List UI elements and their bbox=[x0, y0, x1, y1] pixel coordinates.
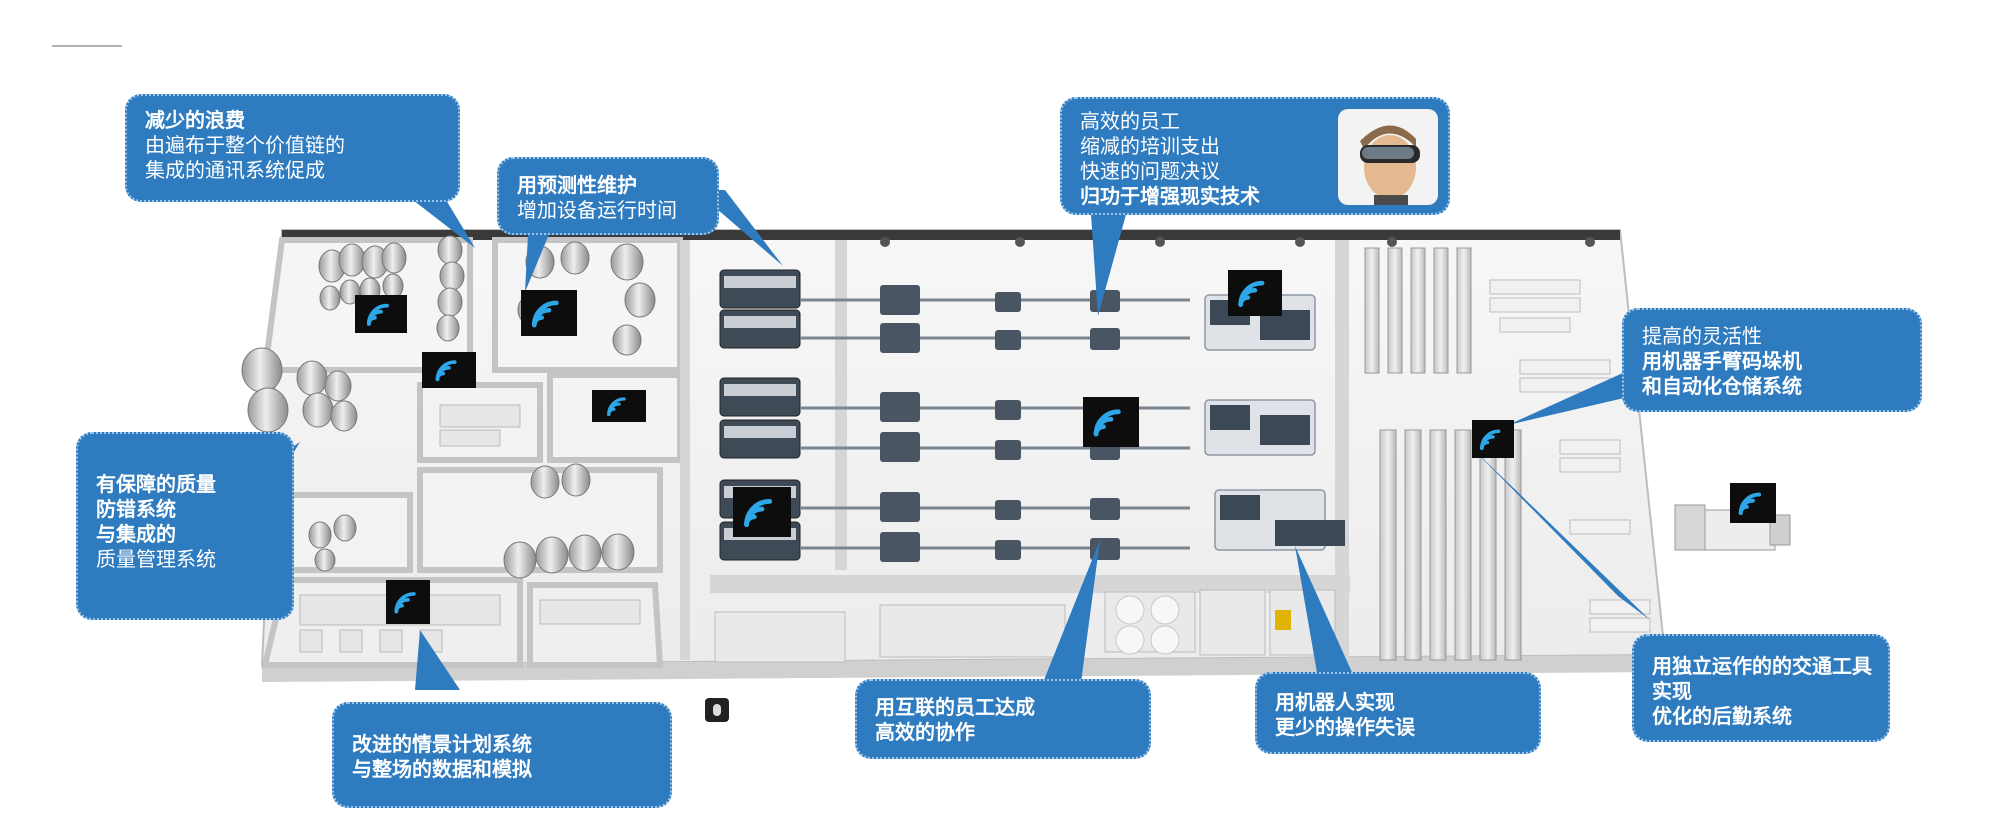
hand-cursor-icon bbox=[705, 698, 729, 722]
callout-bold-line: 改进的情景计划系统 bbox=[352, 732, 532, 756]
callout-line: 缩减的培训支出 bbox=[1080, 134, 1220, 158]
callout-scenario-planning: 改进的情景计划系统 与整场的数据和模拟 bbox=[332, 702, 672, 808]
wifi-icon bbox=[422, 352, 476, 388]
callout-bold-line: 用机器人实现 bbox=[1275, 690, 1395, 714]
callout-bold-line: 实现 bbox=[1652, 679, 1692, 703]
callout-bold-line: 与整场的数据和模拟 bbox=[352, 757, 532, 781]
callout-bold-line: 防错系统 bbox=[96, 497, 176, 521]
callout-efficient-staff: 高效的员工 缩减的培训支出 快速的问题决议 归功于增强现实技术 bbox=[1060, 97, 1450, 215]
wifi-icon bbox=[1228, 270, 1282, 316]
callout-bold-line: 更少的操作失误 bbox=[1275, 715, 1415, 739]
callout-bold-line: 高效的协作 bbox=[875, 720, 975, 744]
callout-bold-line: 用独立运作的的交通工具 bbox=[1652, 654, 1872, 678]
callout-bold-line: 用互联的员工达成 bbox=[875, 695, 1035, 719]
callout-reduced-waste: 减少的浪费 由遍布于整个价值链的 集成的通讯系统促成 bbox=[125, 94, 460, 202]
wifi-icon bbox=[592, 390, 646, 422]
callout-line: 由遍布于整个价值链的 bbox=[145, 133, 345, 157]
callout-predictive-maintenance: 用预测性维护 增加设备运行时间 bbox=[497, 157, 719, 235]
callout-bold-line: 优化的后勤系统 bbox=[1652, 704, 1792, 728]
wifi-icon bbox=[521, 290, 577, 336]
callout-line: 集成的通讯系统促成 bbox=[145, 158, 325, 182]
callout-title: 用预测性维护 bbox=[517, 173, 637, 197]
ar-headset-person-icon bbox=[1338, 109, 1438, 205]
callout-collaboration: 用互联的员工达成 高效的协作 bbox=[855, 679, 1151, 759]
wifi-icon bbox=[1083, 397, 1139, 447]
callout-line: 提高的灵活性 bbox=[1642, 324, 1762, 348]
callout-bold-line: 有保障的质量 bbox=[96, 472, 216, 496]
callout-guaranteed-quality: 有保障的质量 防错系统 与集成的 质量管理系统 bbox=[76, 432, 294, 620]
callout-line: 质量管理系统 bbox=[96, 547, 216, 571]
callout-flexibility: 提高的灵活性 用机器手臂码垛机 和自动化仓储系统 bbox=[1622, 308, 1922, 412]
callout-line: 高效的员工 bbox=[1080, 109, 1180, 133]
callout-title: 减少的浪费 bbox=[145, 108, 245, 132]
wifi-icon bbox=[1472, 420, 1514, 458]
callout-logistics: 用独立运作的的交通工具 实现 优化的后勤系统 bbox=[1632, 634, 1890, 742]
callout-robots: 用机器人实现 更少的操作失误 bbox=[1255, 672, 1541, 754]
wifi-icon bbox=[733, 487, 791, 537]
callout-line: 快速的问题决议 bbox=[1080, 159, 1220, 183]
callout-bold-line: 用机器手臂码垛机 bbox=[1642, 349, 1802, 373]
callout-bold-line: 与集成的 bbox=[96, 522, 176, 546]
wifi-icon bbox=[1730, 483, 1776, 523]
wifi-icon bbox=[355, 295, 407, 333]
wifi-icon bbox=[386, 580, 430, 624]
callout-line: 增加设备运行时间 bbox=[517, 198, 677, 222]
callout-bold-line: 和自动化仓储系统 bbox=[1642, 374, 1802, 398]
